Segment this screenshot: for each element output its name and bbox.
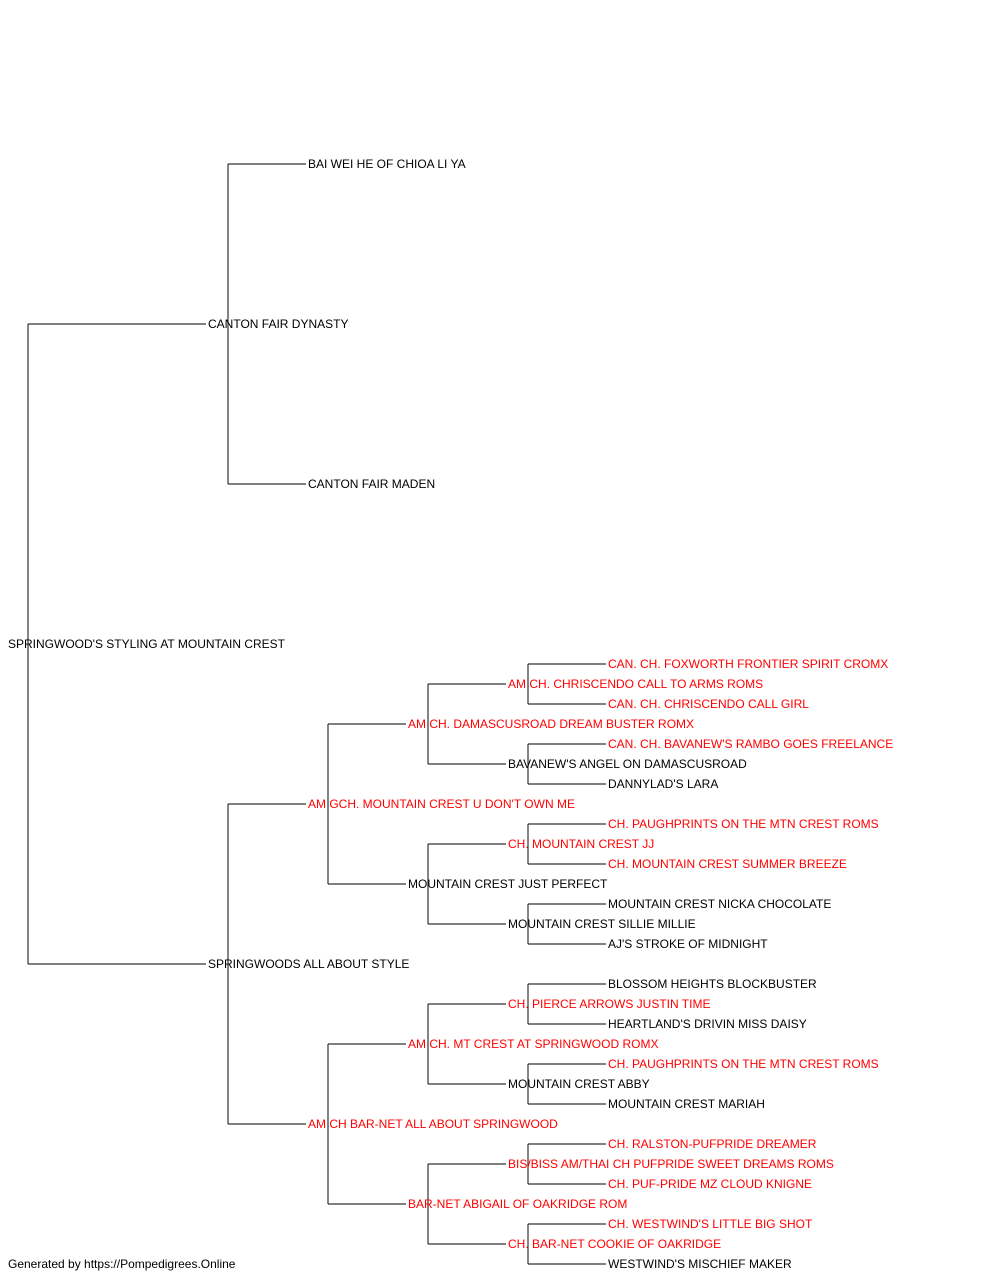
- dam-dam-sire-dam[interactable]: MOUNTAIN CREST ABBY: [508, 1077, 650, 1091]
- dam-dam[interactable]: AM CH BAR-NET ALL ABOUT SPRINGWOOD: [308, 1117, 558, 1131]
- dam-sire-dam-dam-dam[interactable]: AJ'S STROKE OF MIDNIGHT: [608, 937, 768, 951]
- dam-sire-sire-dam[interactable]: BAVANEW'S ANGEL ON DAMASCUSROAD: [508, 757, 747, 771]
- dam-sire-sire-sire-sire[interactable]: CAN. CH. FOXWORTH FRONTIER SPIRIT CROMX: [608, 657, 889, 671]
- sire-dam[interactable]: CANTON FAIR MADEN: [308, 477, 436, 491]
- dam-dam-sire-dam-sire[interactable]: CH. PAUGHPRINTS ON THE MTN CREST ROMS: [608, 1057, 879, 1071]
- dam-sire-dam-sire-sire[interactable]: CH. PAUGHPRINTS ON THE MTN CREST ROMS: [608, 817, 879, 831]
- dam-dam-dam-dam-dam[interactable]: WESTWIND'S MISCHIEF MAKER: [608, 1257, 792, 1271]
- dam-sire-dam[interactable]: MOUNTAIN CREST JUST PERFECT: [408, 877, 608, 891]
- sire[interactable]: CANTON FAIR DYNASTY: [208, 317, 349, 331]
- dam-dam-sire-dam-dam[interactable]: MOUNTAIN CREST MARIAH: [608, 1097, 765, 1111]
- dam-dam-dam[interactable]: BAR-NET ABIGAIL OF OAKRIDGE ROM: [408, 1197, 628, 1211]
- dam-dam-sire-sire-sire[interactable]: BLOSSOM HEIGHTS BLOCKBUSTER: [608, 977, 817, 991]
- dam-sire-sire-dam-dam[interactable]: DANNYLAD'S LARA: [608, 777, 719, 791]
- dam-sire-sire[interactable]: AM CH. DAMASCUSROAD DREAM BUSTER ROMX: [408, 717, 695, 731]
- dam-dam-dam-sire-dam[interactable]: CH. PUF-PRIDE MZ CLOUD KNIGNE: [608, 1177, 813, 1191]
- dam-sire[interactable]: AM GCH. MOUNTAIN CREST U DON'T OWN ME: [308, 797, 575, 811]
- generator-credit: Generated by https://Pompedigrees.Online: [8, 1257, 236, 1271]
- dam-dam-dam-dam[interactable]: CH. BAR-NET COOKIE OF OAKRIDGE: [508, 1237, 722, 1251]
- dam-sire-dam-dam[interactable]: MOUNTAIN CREST SILLIE MILLIE: [508, 917, 696, 931]
- dam-dam-sire[interactable]: AM CH. MT CREST AT SPRINGWOOD ROMX: [408, 1037, 659, 1051]
- dam[interactable]: SPRINGWOODS ALL ABOUT STYLE: [208, 957, 410, 971]
- dam-dam-sire-sire-dam[interactable]: HEARTLAND'S DRIVIN MISS DAISY: [608, 1017, 807, 1031]
- dam-dam-sire-sire[interactable]: CH. PIERCE ARROWS JUSTIN TIME: [508, 997, 711, 1011]
- sire-sire[interactable]: BAI WEI HE OF CHIOA LI YA: [308, 157, 466, 171]
- subject-name[interactable]: SPRINGWOOD'S STYLING AT MOUNTAIN CREST: [8, 637, 285, 651]
- dam-sire-dam-sire[interactable]: CH. MOUNTAIN CREST JJ: [508, 837, 655, 851]
- dam-sire-sire-sire-dam[interactable]: CAN. CH. CHRISCENDO CALL GIRL: [608, 697, 809, 711]
- dam-sire-sire-dam-sire[interactable]: CAN. CH. BAVANEW'S RAMBO GOES FREELANCE: [608, 737, 894, 751]
- dam-sire-sire-sire[interactable]: AM CH. CHRISCENDO CALL TO ARMS ROMS: [508, 677, 764, 691]
- dam-sire-dam-dam-sire[interactable]: MOUNTAIN CREST NICKA CHOCOLATE: [608, 897, 832, 911]
- dam-dam-dam-sire[interactable]: BIS/BISS AM/THAI CH PUFPRIDE SWEET DREAM…: [508, 1157, 834, 1171]
- dam-sire-dam-sire-dam[interactable]: CH. MOUNTAIN CREST SUMMER BREEZE: [608, 857, 847, 871]
- dam-dam-dam-dam-sire[interactable]: CH. WESTWIND'S LITTLE BIG SHOT: [608, 1217, 813, 1231]
- dam-dam-dam-sire-sire[interactable]: CH. RALSTON-PUFPRIDE DREAMER: [608, 1137, 817, 1151]
